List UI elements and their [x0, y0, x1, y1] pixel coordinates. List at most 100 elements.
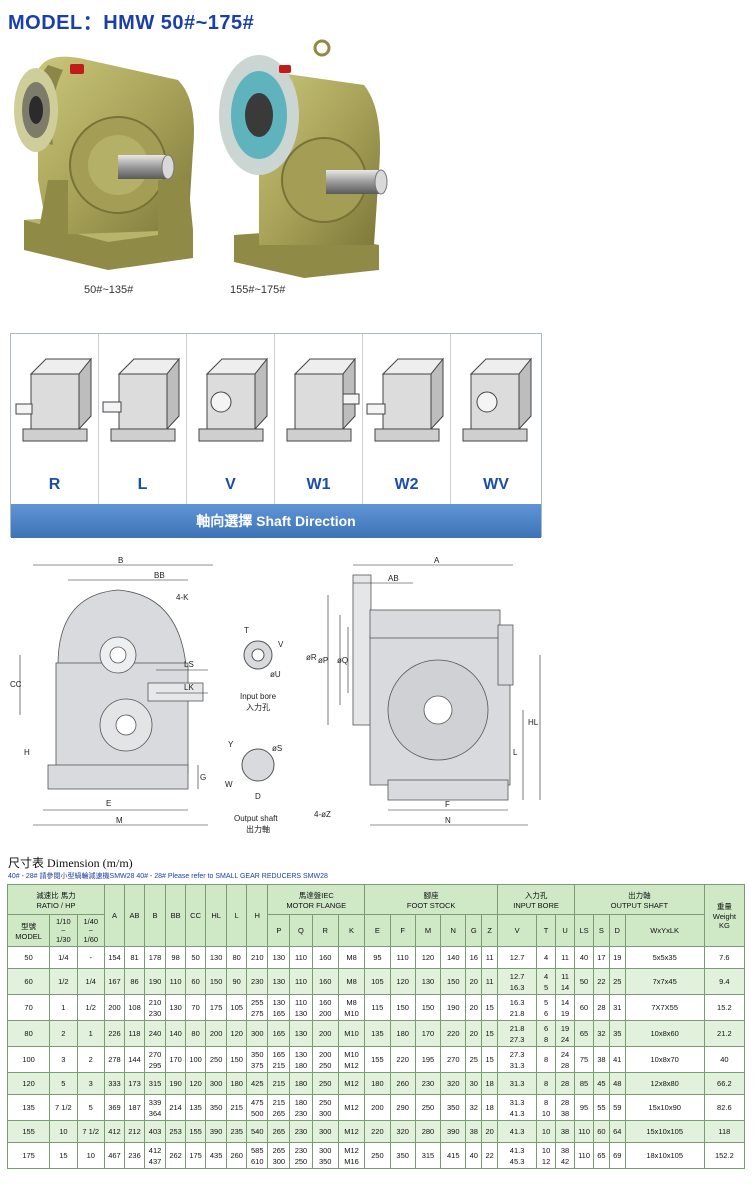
table-cell: 28	[555, 1072, 576, 1095]
table-cell: 9.4	[703, 968, 746, 995]
header-u: U	[555, 914, 576, 947]
table-cell: 120	[389, 968, 416, 995]
dim-label: D	[255, 792, 261, 801]
table-cell: 12.7	[497, 946, 538, 969]
table-cell: 3	[49, 1046, 78, 1073]
table-cell: 230	[414, 1072, 442, 1095]
table-cell: 15.2	[703, 994, 746, 1021]
dim-label: N	[445, 816, 451, 825]
header-f: F	[389, 914, 416, 947]
table-cell: 10	[76, 1142, 105, 1169]
header-z: Z	[481, 914, 499, 947]
table-cell: M12	[337, 1072, 366, 1095]
header-v: V	[497, 914, 538, 947]
table-cell: 12x8x80	[624, 1072, 705, 1095]
dim-label: øU	[270, 670, 281, 679]
table-cell: 412	[103, 1120, 125, 1143]
header-e: E	[364, 914, 391, 947]
table-cell: 250	[364, 1142, 391, 1169]
table-cell: 200	[103, 994, 125, 1021]
table-cell: 155	[364, 1046, 391, 1073]
table-cell: 236	[123, 1142, 146, 1169]
table-cell: 60	[593, 1120, 610, 1143]
dim-label: 4-K	[176, 593, 189, 602]
table-cell: 81	[123, 946, 146, 969]
header-a: A	[103, 884, 125, 947]
table-cell: 75	[574, 1046, 595, 1073]
table-cell: 262	[165, 1142, 187, 1169]
table-cell: 66.2	[703, 1072, 746, 1095]
table-cell: M12	[337, 1094, 366, 1121]
table-cell: 1/4	[76, 968, 105, 995]
shaft-direction-w1: W1	[275, 334, 363, 504]
header-ab: AB	[123, 884, 146, 947]
table-cell: 300	[246, 1020, 269, 1047]
photo-caption-large: 155#~175#	[230, 284, 286, 296]
table-cell: 15	[481, 994, 499, 1021]
reducer-v-icon	[198, 357, 269, 442]
header-h: H	[246, 884, 269, 947]
shaft-direction-banner: 軸向選擇 Shaft Direction	[11, 504, 541, 538]
table-cell: 50	[6, 946, 51, 969]
table-cell: 31.3	[497, 1072, 538, 1095]
table-cell: 290	[389, 1094, 416, 1121]
reducer-w2-icon	[366, 357, 445, 442]
header-d: D	[608, 914, 626, 947]
table-cell: M12	[337, 1120, 366, 1143]
table-cell: 230	[246, 968, 269, 995]
table-cell: 20	[465, 968, 483, 995]
table-cell: 165	[267, 1020, 291, 1047]
table-cell: 1	[76, 1020, 105, 1047]
table-cell: 180	[226, 1072, 248, 1095]
table-cell: 7x7x45	[624, 968, 705, 995]
shaft-direction-label: L	[137, 476, 148, 493]
table-cell: 265	[267, 1120, 291, 1143]
table-cell: 45	[593, 1072, 610, 1095]
table-cell: 278	[103, 1046, 125, 1073]
output-shaft-label-cn: 出力軸	[246, 824, 270, 834]
table-cell: 5	[49, 1072, 78, 1095]
table-cell: 190	[143, 968, 167, 995]
header-ratio-1-40: 1/40~1/60	[76, 914, 105, 947]
table-cell: 10	[536, 1120, 557, 1143]
table-cell: 95	[574, 1094, 595, 1121]
table-cell: 200	[364, 1094, 391, 1121]
table-cell: 320	[440, 1072, 467, 1095]
reducer-r-icon	[15, 357, 93, 442]
table-cell: 1/4	[49, 946, 78, 969]
table-cell: 40	[465, 1142, 483, 1169]
table-cell: 390	[440, 1120, 467, 1143]
table-cell: 120	[226, 1020, 248, 1047]
table-cell: 15x10x90	[624, 1094, 705, 1121]
dim-label: 4-øZ	[314, 810, 331, 819]
table-cell: 11	[555, 946, 576, 969]
header-q: Q	[289, 914, 313, 947]
table-cell: 140	[165, 1020, 187, 1047]
side-view	[352, 574, 514, 801]
gear-reducer-photo-large	[219, 39, 388, 278]
table-cell: 175	[6, 1142, 51, 1169]
dim-label: A	[434, 556, 440, 565]
header-k: K	[337, 914, 366, 947]
table-cell: 250	[205, 1046, 228, 1073]
table-cell: 214	[165, 1094, 187, 1121]
header-m: M	[414, 914, 442, 947]
table-cell: 38	[555, 1120, 576, 1143]
dim-label: HL	[528, 718, 539, 727]
